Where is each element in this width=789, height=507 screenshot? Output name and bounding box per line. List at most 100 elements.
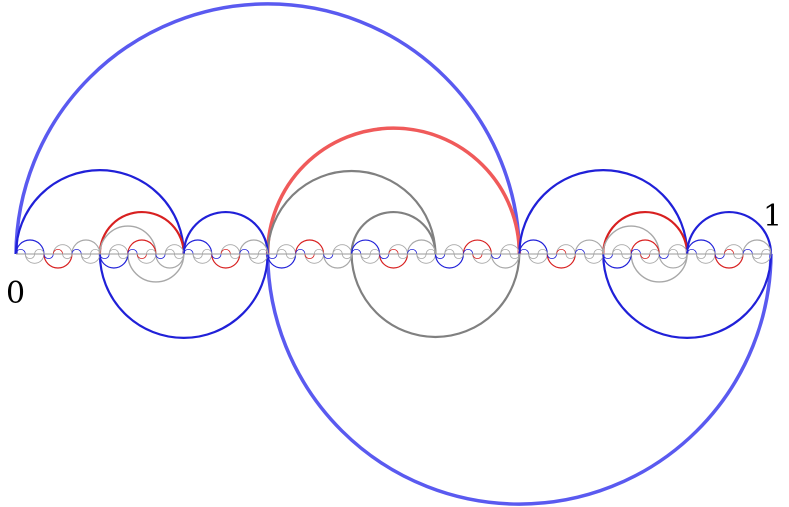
- arc-level2-grey: [350, 253, 521, 338]
- arc-tiny: [528, 253, 548, 264]
- arc-fine: [136, 253, 147, 259]
- arc-fine: [332, 249, 343, 255]
- arc-fine: [472, 253, 483, 259]
- arc-fine: [556, 249, 567, 255]
- arc-tiny: [360, 253, 380, 264]
- arc-tiny: [248, 253, 269, 264]
- arc-fine: [435, 253, 446, 259]
- arc-fine: [155, 253, 166, 259]
- arc-small: [267, 253, 297, 269]
- arc-tiny: [220, 244, 241, 255]
- arc-fine: [108, 249, 119, 255]
- label-zero: 0: [6, 276, 25, 311]
- arc-fine: [313, 249, 324, 255]
- arc-small: [350, 239, 381, 255]
- arc-tiny: [416, 253, 436, 264]
- arc-fine: [481, 249, 492, 255]
- arc-small: [99, 253, 129, 269]
- arc-tiny: [723, 244, 744, 255]
- arc-tiny: [136, 253, 157, 264]
- arc-fine: [546, 253, 558, 259]
- arc-tiny: [108, 244, 129, 255]
- arc-small: [490, 253, 520, 269]
- arc-fine: [99, 253, 110, 259]
- arc-fine: [490, 253, 502, 259]
- arc-fine: [621, 253, 632, 259]
- arc-level3-blue: [686, 211, 773, 255]
- arc-fine: [239, 249, 250, 255]
- arc-fine: [164, 249, 175, 255]
- arc-fine: [640, 253, 651, 259]
- arc-fine: [500, 249, 511, 255]
- arc-tiny: [276, 244, 297, 255]
- arc-level3-grey: [127, 253, 185, 283]
- arc-fine: [71, 249, 82, 255]
- arc-level3-blue: [98, 253, 269, 339]
- arc-fine: [453, 253, 464, 259]
- arc-level3-blue: [518, 169, 689, 255]
- arc-small: [518, 239, 548, 255]
- arc-small: [183, 239, 213, 255]
- arc-fine: [229, 253, 241, 259]
- arc-tiny: [695, 253, 716, 264]
- arc-fine: [397, 253, 408, 259]
- arc-fine: [509, 253, 520, 259]
- arc-fine: [52, 249, 63, 255]
- arc-tiny: [80, 253, 101, 264]
- arc-tiny: [500, 244, 520, 255]
- arc-level1-upper: [14, 2, 522, 255]
- arc-tiny: [52, 244, 73, 255]
- arc-fine: [174, 253, 185, 259]
- arc-fine: [733, 253, 744, 259]
- arc-level3-blue: [602, 253, 773, 339]
- arc-fine: [407, 249, 418, 255]
- arc-small: [434, 253, 465, 269]
- arc-fine: [80, 253, 91, 259]
- arc-fine: [341, 253, 352, 259]
- arc-small: [546, 253, 576, 269]
- arc-small: [295, 239, 325, 255]
- arc-level2-red: [265, 126, 522, 255]
- arc-tiny: [751, 253, 772, 264]
- arc-level3-red: [98, 211, 185, 255]
- arc-small: [714, 253, 744, 269]
- arc-fine: [24, 253, 36, 259]
- arc-fine: [267, 253, 278, 259]
- arc-tiny: [612, 244, 632, 255]
- arc-fine: [90, 249, 101, 255]
- arc-fine: [304, 253, 315, 259]
- arc-fine: [668, 249, 679, 255]
- arc-tiny: [388, 244, 408, 255]
- arc-fine: [742, 249, 753, 255]
- arc-small: [658, 253, 688, 269]
- arc-small: [742, 239, 772, 255]
- arc-fine: [602, 253, 613, 259]
- arc-fine: [379, 253, 390, 259]
- arc-small: [211, 253, 241, 269]
- arc-tiny: [668, 244, 688, 255]
- arc-fine: [537, 249, 548, 255]
- arc-tiny: [584, 253, 604, 264]
- arc-fine: [658, 253, 669, 259]
- arc-fine: [593, 249, 604, 255]
- arc-level2-grey: [266, 170, 437, 255]
- arc-fine: [360, 253, 371, 259]
- label-one: 1: [763, 199, 782, 234]
- arc-fine: [677, 253, 688, 259]
- arc-small: [378, 253, 409, 269]
- arc-small: [239, 239, 269, 255]
- arc-fine: [416, 253, 427, 259]
- arc-fine: [649, 249, 660, 255]
- arc-tiny: [164, 244, 185, 255]
- arc-tiny: [444, 244, 464, 255]
- arc-fine: [612, 249, 623, 255]
- arc-fine: [714, 253, 725, 259]
- arc-small: [322, 253, 353, 269]
- arc-tiny: [192, 253, 213, 264]
- arc-fine: [211, 253, 222, 259]
- arc-fine: [295, 249, 306, 255]
- arc-fine: [565, 253, 576, 259]
- arc-small: [155, 253, 185, 269]
- arc-small: [630, 239, 660, 255]
- arc-fine: [248, 253, 259, 259]
